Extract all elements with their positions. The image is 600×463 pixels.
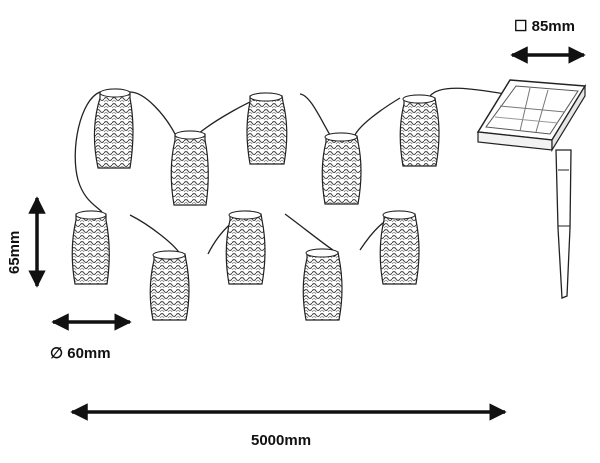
length-label: 5000mm (251, 432, 311, 449)
lantern (93, 88, 134, 169)
lantern-row-top (93, 88, 440, 206)
lantern (321, 132, 362, 205)
lantern (246, 92, 288, 165)
lantern (302, 248, 343, 321)
lantern (225, 210, 266, 285)
lantern (170, 130, 209, 206)
diameter-label: ∅ 60mm (50, 345, 111, 362)
lantern (379, 210, 420, 285)
height-label: 65mm (6, 231, 23, 274)
lantern (149, 250, 190, 321)
lantern-row-bottom (71, 210, 420, 321)
lantern (71, 210, 110, 285)
panel-size-label: ☐ 85mm (514, 18, 575, 35)
ground-stake (555, 149, 572, 299)
solar-panel (476, 79, 587, 153)
lantern (399, 94, 440, 167)
string-wire (74, 87, 506, 255)
